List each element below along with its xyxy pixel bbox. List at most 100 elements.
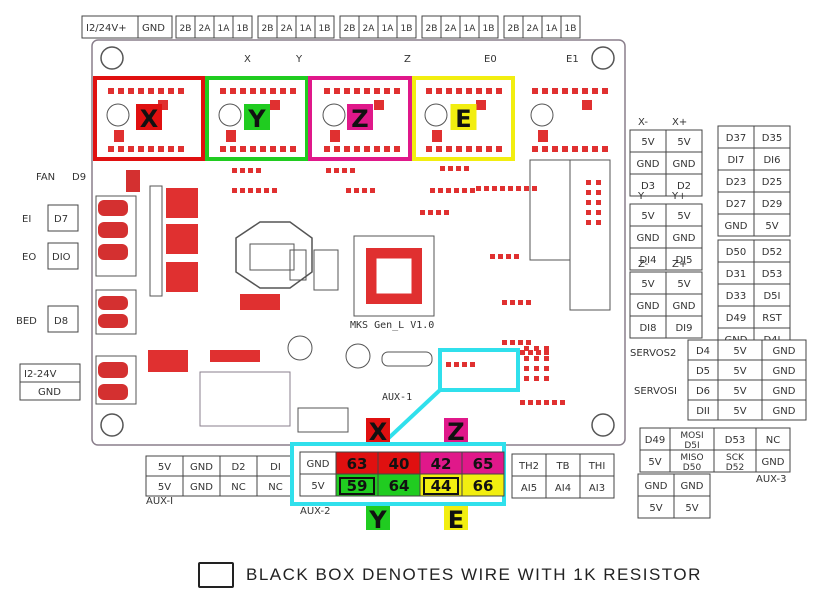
pin [562,88,568,94]
endstop-header: Y- [637,191,647,202]
pin-dots [232,166,601,405]
aux3-small-text: 5V [649,503,662,514]
pin [532,146,538,152]
pin [230,146,236,152]
pin-dot [544,346,549,351]
aux2-letter-x: X [369,418,388,446]
thermistor-text: AI3 [589,483,605,494]
pin [260,146,266,152]
aux3-text: D49 [645,435,665,446]
endstop-text: 5V [677,137,690,148]
aux3-small-text: GND [681,481,704,492]
pin-dot [526,300,531,305]
aux3-text: D50 [683,463,702,473]
right-grid-mid-text: D31 [726,269,746,280]
servos1-label: SERVOSI [634,386,677,397]
driver-header-text: 1B [565,24,577,34]
pin [374,100,384,110]
servo-text: 5V [733,346,746,357]
servo-text: D6 [696,386,710,397]
aux2-letter-bg [444,506,468,530]
pin-dot [520,350,525,355]
driver-header-text: 2B [426,24,438,34]
pin-dot [232,168,237,173]
pin [532,88,538,94]
pin [128,146,134,152]
right-grid-top-text: GND [725,221,748,232]
pin [250,88,256,94]
pin-dot [438,188,443,193]
driver-highlight-e [412,76,515,161]
pin [496,146,502,152]
aux2-letter-bg [366,418,390,442]
board-label-z: Z [404,54,411,65]
pin-dot [518,340,523,345]
right-grid-mid-text: D49 [726,313,746,324]
pin [158,146,164,152]
right-grid-top-text: DI7 [727,155,744,166]
fan-label: FAN [36,172,55,183]
pin-dot [440,166,445,171]
pin [158,100,168,110]
pin [148,88,154,94]
pin [466,88,472,94]
driver-header-text: 2B [262,24,274,34]
pin-dot [532,186,537,191]
pin-dot [326,168,331,173]
pin-dot [436,210,441,215]
driver-highlight-y [205,76,309,161]
driver-header-text: 1A [218,24,231,34]
board-label-e1: E1 [566,54,579,65]
pin-dot [586,200,591,205]
pin-dot [544,350,549,355]
pin-dot [544,400,549,405]
right-grid-mid-text: D5I [763,291,780,302]
aux1-text: 5V [158,482,171,493]
aux2-left-text: GND [307,459,330,470]
servo-text: D4 [696,346,710,357]
endstop-text: GND [673,301,696,312]
pin-dot [596,210,601,215]
pin [592,146,598,152]
servo-text: GND [773,386,796,397]
driver-header-text: 1B [319,24,331,34]
driver-header-text: 1B [237,24,249,34]
right-grid-mid-text: D33 [726,291,746,302]
pin [344,88,350,94]
endstop-text: GND [673,159,696,170]
pin-dot [420,210,425,215]
aux2-letter-z: Z [447,418,464,446]
right-grid-mid-text: D53 [762,269,782,280]
aux3-cell [755,449,791,473]
pin [496,88,502,94]
pin-dot [510,340,515,345]
pin-dot [354,188,359,193]
pin-dot [510,300,515,305]
endstop-text: D3 [641,181,655,192]
pin-dot [456,166,461,171]
bed-pin: D8 [54,316,68,327]
pin-dot [520,400,525,405]
pin [290,88,296,94]
pin [260,88,266,94]
pin-dot [544,376,549,381]
pin-dot [506,254,511,259]
pin-dot [502,340,507,345]
pin-dot [586,220,591,225]
board-label-e0: E0 [484,54,497,65]
right-grid-top-text: D35 [762,133,782,144]
right-grid-top-text: D29 [762,199,782,210]
pin [344,146,350,152]
endstop-cell [665,173,703,197]
driver-header-text: 2A [363,24,376,34]
pin-dot [560,400,565,405]
pin-dot [534,366,539,371]
aux1-text: GND [190,482,213,493]
endstop-text: 5V [641,211,654,222]
endstop-text: GND [673,233,696,244]
legend-black-box-icon [198,562,234,588]
pin [436,146,442,152]
